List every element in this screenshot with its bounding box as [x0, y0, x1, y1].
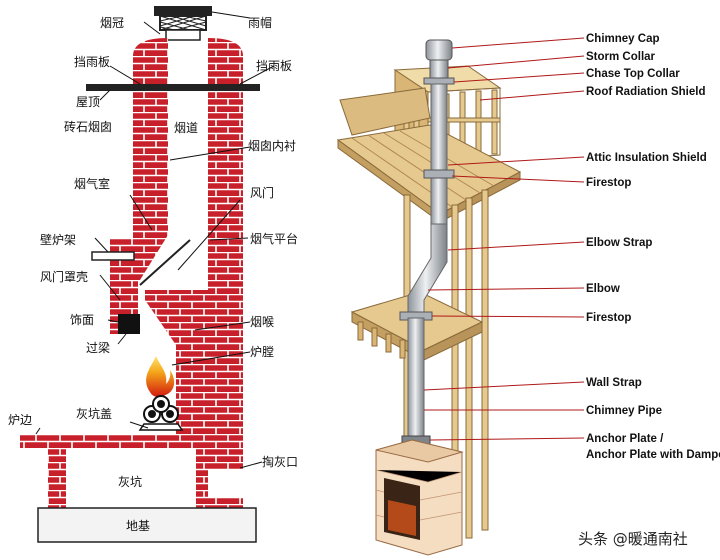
label-wall-strap: Wall Strap: [586, 377, 642, 389]
pipe-lower: [407, 317, 425, 439]
label-lutang: 炉膛: [250, 345, 274, 359]
label-fengmenzhaoke: 风门罩壳: [40, 269, 88, 284]
roof-plane: [339, 87, 431, 136]
ashpit-floor-wall: [196, 434, 208, 508]
wall-studs: [403, 189, 489, 539]
label-elbow: Elbow: [586, 283, 620, 295]
label-shimian: 饰面: [70, 313, 94, 327]
firebox: [375, 439, 464, 556]
label-yanmao: 烟冠: [100, 16, 124, 30]
label-elbow-strap: Elbow Strap: [586, 237, 652, 249]
label-wuding: 屋顶: [76, 95, 100, 109]
lintel: [118, 314, 140, 334]
chimney-wall-left: [110, 91, 168, 280]
hearth: [20, 434, 196, 448]
storm-collar: [429, 59, 449, 79]
label-anchor-plate-damper: Anchor Plate with Damper: [586, 449, 720, 461]
label-storm-collar: Storm Collar: [586, 51, 656, 63]
chimney-wall-upper-left: [133, 56, 168, 86]
roof: [86, 84, 260, 91]
masonry-chimney: [20, 6, 275, 543]
label-guoliang: 过梁: [86, 340, 110, 355]
label-taohuikou: 掏灰口: [262, 454, 298, 469]
label-yanqipingtai: 烟气平台: [250, 231, 298, 246]
label-yumao: 雨帽: [248, 15, 272, 30]
label-dangyuban-left: 挡雨板: [74, 55, 110, 69]
logs: [143, 395, 179, 423]
mantel-shelf: [91, 251, 135, 261]
fire-icon: [146, 356, 175, 397]
label-neichen: 烟囱内衬: [248, 139, 296, 153]
label-zhuanshi: 砖石烟囱: [64, 119, 112, 134]
label-roof-radiation-shield: Roof Radiation Shield: [586, 86, 705, 98]
firestop-top: [423, 169, 455, 179]
chimney-wall-upper-right: [208, 56, 243, 86]
label-chimney-pipe: Chimney Pipe: [586, 405, 662, 417]
label-yanqishi: 烟气室: [74, 176, 110, 191]
right-leaders: [423, 37, 585, 441]
pipe-upper: [430, 83, 448, 225]
watermark: 头条 @暖通南社: [578, 530, 688, 548]
prefab-chimney: [336, 37, 585, 556]
foundation: [37, 507, 257, 543]
chase-top-collar: [423, 77, 455, 85]
crown-left: [133, 38, 168, 56]
label-yandao: 烟道: [174, 121, 198, 135]
label-anchor-plate: Anchor Plate /: [586, 433, 664, 445]
label-lubian: 炉边: [8, 413, 32, 427]
label-yanhou: 烟喉: [250, 315, 274, 329]
label-firestop-top: Firestop: [586, 177, 631, 189]
chimney-cap: [425, 39, 453, 61]
label-fengmen: 风门: [250, 185, 274, 200]
label-bilujia: 壁炉架: [40, 232, 76, 247]
chimney-wall-right: [145, 91, 243, 470]
label-firestop-mid: Firestop: [586, 312, 631, 324]
ashpit-wall-left: [48, 448, 66, 508]
crown-right: [208, 38, 243, 56]
label-chase-top-collar: Chase Top Collar: [586, 68, 680, 80]
label-chimney-cap: Chimney Cap: [586, 33, 660, 45]
label-huikenggai: 灰坑盖: [76, 406, 112, 421]
label-attic-insulation-shield: Attic Insulation Shield: [586, 152, 707, 164]
label-dangyuban-right: 挡雨板: [256, 59, 292, 73]
label-diji: 地基: [126, 519, 150, 533]
ashpit-door: [208, 470, 240, 498]
rain-cap: [154, 6, 212, 16]
right-labels: Chimney Cap Storm Collar Chase Top Colla…: [586, 33, 720, 461]
label-huikeng: 灰坑: [118, 474, 142, 489]
left-labels: 烟冠 雨帽 挡雨板 挡雨板 屋顶 砖石烟囱 烟道 烟囱内衬 烟气室 风门 壁炉架…: [8, 15, 298, 533]
